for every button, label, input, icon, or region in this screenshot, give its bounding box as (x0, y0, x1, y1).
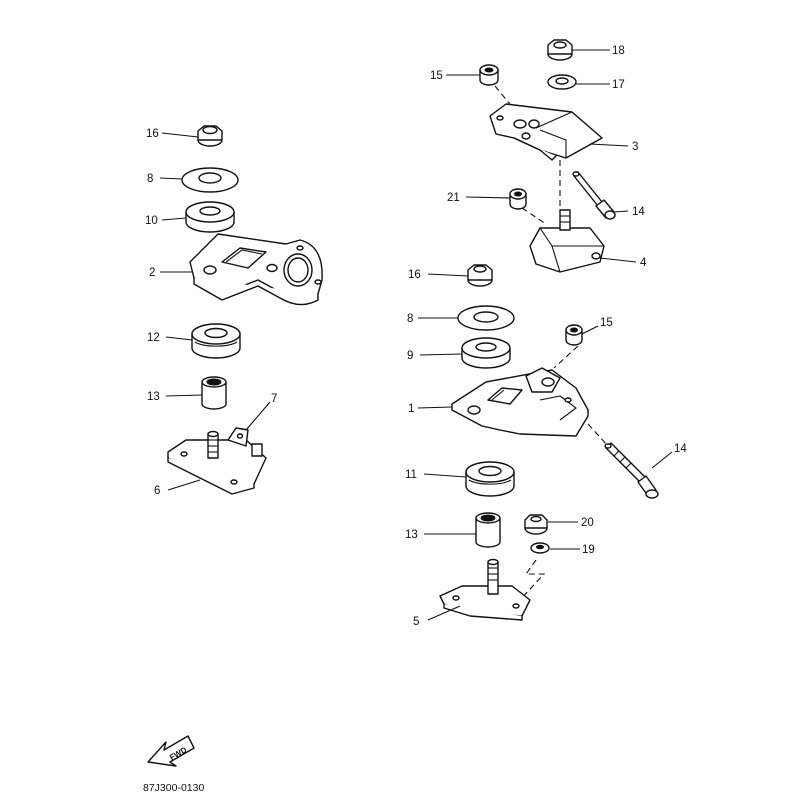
fwd-arrow-icon: FWD (147, 735, 195, 767)
callout-l6: 6 (154, 485, 160, 497)
callout-l8: 8 (147, 173, 153, 185)
callout-r8: 8 (407, 313, 413, 325)
part-11-grommet-right (465, 461, 515, 497)
leader-r16 (427, 273, 469, 277)
callout-l13: 13 (147, 391, 160, 403)
callout-r20: 20 (581, 517, 594, 529)
part-9-spacer-right (461, 337, 511, 369)
drawing-code: 87J300-0130 (143, 782, 204, 794)
part-18-nut-right (547, 39, 573, 61)
leader-r21 (465, 196, 511, 199)
dash-1-to-14 (587, 423, 609, 447)
part-17-washer-right (547, 74, 577, 90)
callout-r5: 5 (413, 616, 419, 628)
part-4-mount-block (529, 209, 605, 273)
part-1-main-bracket-right (451, 367, 589, 437)
callout-r13: 13 (405, 529, 418, 541)
part-8-washer-left (181, 167, 239, 193)
part-8-washer-right (457, 305, 515, 331)
leader-l12 (165, 336, 193, 341)
leader-r1 (417, 406, 453, 409)
part-3-upper-bracket-right (489, 103, 603, 161)
callout-r18: 18 (612, 45, 625, 57)
leader-l10 (161, 217, 187, 221)
callout-r15b: 15 (600, 317, 613, 329)
part-20-nut (524, 514, 548, 535)
part-10-spacer-left (185, 201, 235, 233)
leader-r15b (581, 325, 599, 335)
leader-r14b (651, 451, 673, 469)
leader-l6 (167, 479, 201, 491)
callout-r9: 9 (407, 350, 413, 362)
callout-r16: 16 (408, 269, 421, 281)
part-21-nut (509, 188, 527, 210)
leader-l13 (165, 394, 203, 397)
callout-r14a: 14 (632, 206, 645, 218)
part-14-bolt-lower (604, 442, 659, 499)
dash-19-to-5 (517, 559, 546, 603)
part-19-washer (530, 542, 550, 554)
leader-r9 (419, 353, 463, 356)
part-2-bracket-left (189, 233, 323, 306)
part-6-lower-bracket-left (167, 427, 267, 495)
callout-r3: 3 (632, 141, 638, 153)
leader-r14a (613, 210, 629, 213)
callout-r19: 19 (582, 544, 595, 556)
leader-l16 (161, 132, 199, 138)
part-13-collar-right (475, 512, 501, 548)
dash-21-to-4 (521, 207, 547, 225)
callout-l12: 12 (147, 332, 160, 344)
leader-r5 (427, 605, 461, 621)
part-14-bolt-upper (572, 171, 616, 220)
callout-r17: 17 (612, 79, 625, 91)
callout-l7: 7 (271, 393, 277, 405)
leader-r3 (589, 143, 629, 147)
callout-r11: 11 (405, 469, 417, 481)
leader-l8 (159, 177, 183, 180)
leader-l7 (245, 401, 271, 431)
callout-r21: 21 (447, 192, 460, 204)
part-5-lower-plate-right (439, 558, 531, 621)
callout-l16: 16 (146, 128, 159, 140)
callout-r15a: 15 (430, 70, 443, 82)
leader-r11 (423, 473, 467, 478)
callout-r14b: 14 (674, 443, 687, 455)
callout-r1: 1 (408, 403, 414, 415)
callout-l2: 2 (149, 267, 155, 279)
part-16-nut-left (197, 125, 223, 147)
dash-15-to-1 (553, 345, 579, 369)
callout-l10: 10 (145, 215, 158, 227)
part-12-grommet-left (191, 323, 241, 359)
callout-r4: 4 (640, 257, 647, 269)
leader-r4 (599, 257, 637, 263)
part-15-nut-upper-right (479, 64, 499, 86)
part-16-nut-right (467, 264, 493, 287)
part-15-nut-lower-right (565, 324, 583, 346)
part-13-collar-left (201, 376, 227, 410)
